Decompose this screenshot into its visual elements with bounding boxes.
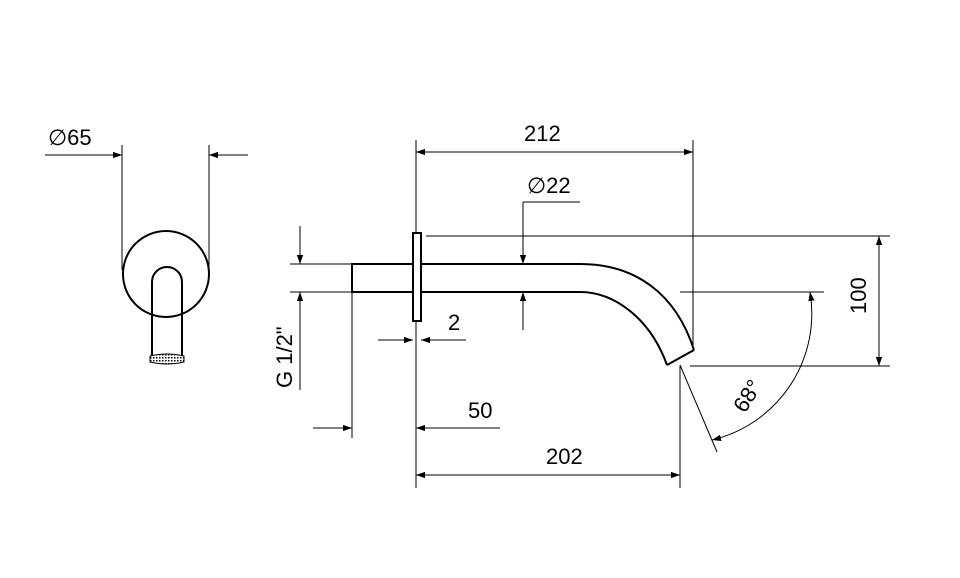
angle-ref-line-outlet	[679, 364, 718, 453]
dim-thread: G 1/2"	[272, 326, 297, 388]
dim-flange-diameter: ∅65	[48, 125, 92, 150]
threaded-connector	[351, 263, 414, 293]
dim-spout-projection: 202	[546, 444, 583, 469]
spout-outline	[151, 266, 183, 356]
angle-arc	[711, 291, 815, 441]
wall-flange	[412, 232, 422, 322]
side-view: 212 ∅22 100 G 1/2" 2 50 202	[272, 121, 890, 488]
dim-spout-length-total: 212	[524, 121, 561, 146]
dim-height: 100	[846, 277, 871, 314]
front-view: ∅65	[45, 125, 248, 365]
dim-thread-length: 50	[468, 398, 492, 423]
aerator-outlet	[149, 353, 185, 365]
flange-circle	[122, 230, 210, 318]
spout-top-edge	[421, 263, 695, 351]
dim-outlet-angle: 68°	[728, 375, 767, 416]
dim-flange-thickness: 2	[448, 310, 460, 335]
spout-bottom-edge	[421, 291, 668, 366]
spout-outlet	[666, 349, 695, 366]
dim-pipe-diameter: ∅22	[527, 173, 571, 198]
